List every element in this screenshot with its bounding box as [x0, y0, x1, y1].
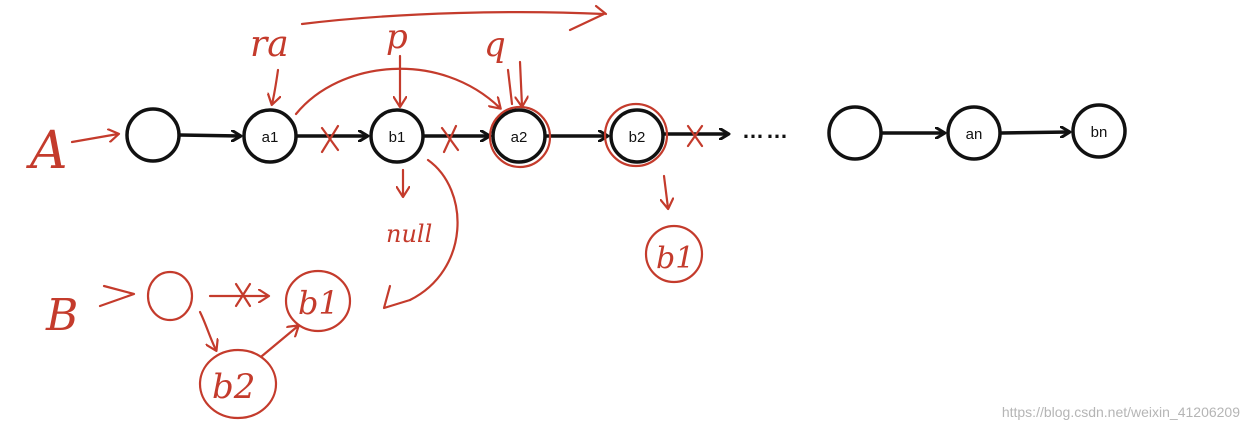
- label-null: null: [386, 220, 432, 248]
- ra-pointer-arrow: [272, 68, 278, 104]
- list-a-nodes: [125, 103, 1127, 164]
- q-pointer-arrow: [520, 60, 522, 106]
- b2-down-arrow: [664, 174, 668, 208]
- cross-b1-a2: [440, 124, 460, 154]
- node-label-an: an: [966, 126, 983, 143]
- list-node-bn: [1071, 103, 1127, 159]
- ellipsis: ……: [742, 118, 790, 143]
- cross-b2-next: [686, 124, 704, 148]
- listb-label-b1: b1: [298, 284, 339, 322]
- label-b1-below-b2: b1: [656, 241, 694, 276]
- cross-a1-b1: [320, 124, 340, 154]
- node-label-b2: b2: [629, 129, 646, 146]
- listb-head-to-b2: [198, 310, 216, 350]
- cross-listb: [234, 282, 252, 308]
- list-node-a1: [242, 108, 298, 164]
- label-ra: ra: [250, 24, 289, 65]
- b-arrow: [98, 284, 136, 308]
- label-q: q: [484, 25, 506, 65]
- node-label-a2: a2: [511, 129, 528, 146]
- node-label-b1: b1: [389, 129, 406, 146]
- highlight-a2: [488, 105, 552, 169]
- listb-b2-to-b1: [260, 326, 298, 358]
- listb-label-b2: b2: [212, 367, 255, 407]
- listb-node-b1: [284, 269, 352, 333]
- a-arrow: [70, 134, 118, 144]
- list-node-a2: [491, 108, 547, 164]
- b1-to-listb-curve: [408, 158, 459, 302]
- list-a-labels: a1 b1 a2 b2 an bn: [262, 124, 1108, 146]
- arrow-an-bn: [1000, 132, 1069, 133]
- label-p: p: [386, 17, 408, 57]
- highlight-b2: [603, 102, 669, 168]
- list-node-gap: [827, 105, 883, 161]
- top-long-arrow: [300, 11, 606, 32]
- handwritten-labels: A ra p q null b1 B b1 b2: [26, 17, 694, 407]
- listb-head-node: [146, 270, 194, 322]
- listb-node-b2: [198, 348, 278, 420]
- list-node-head: [125, 107, 181, 163]
- arc-a1-to-a2: [294, 67, 500, 116]
- b2-next-node: [644, 224, 704, 284]
- label-b: B: [45, 290, 78, 341]
- list-node-b1: [369, 108, 425, 164]
- list-node-an: [946, 105, 1002, 161]
- node-label-bn: bn: [1091, 124, 1108, 141]
- list-node-b2: [609, 108, 665, 164]
- red-annotations: [70, 4, 704, 420]
- arrow-head-a1: [179, 135, 240, 136]
- watermark: https://blog.csdn.net/weixin_41206209: [1001, 404, 1240, 420]
- label-a: A: [26, 121, 68, 181]
- list-a-arrows: [179, 132, 1069, 136]
- node-label-a1: a1: [262, 129, 279, 146]
